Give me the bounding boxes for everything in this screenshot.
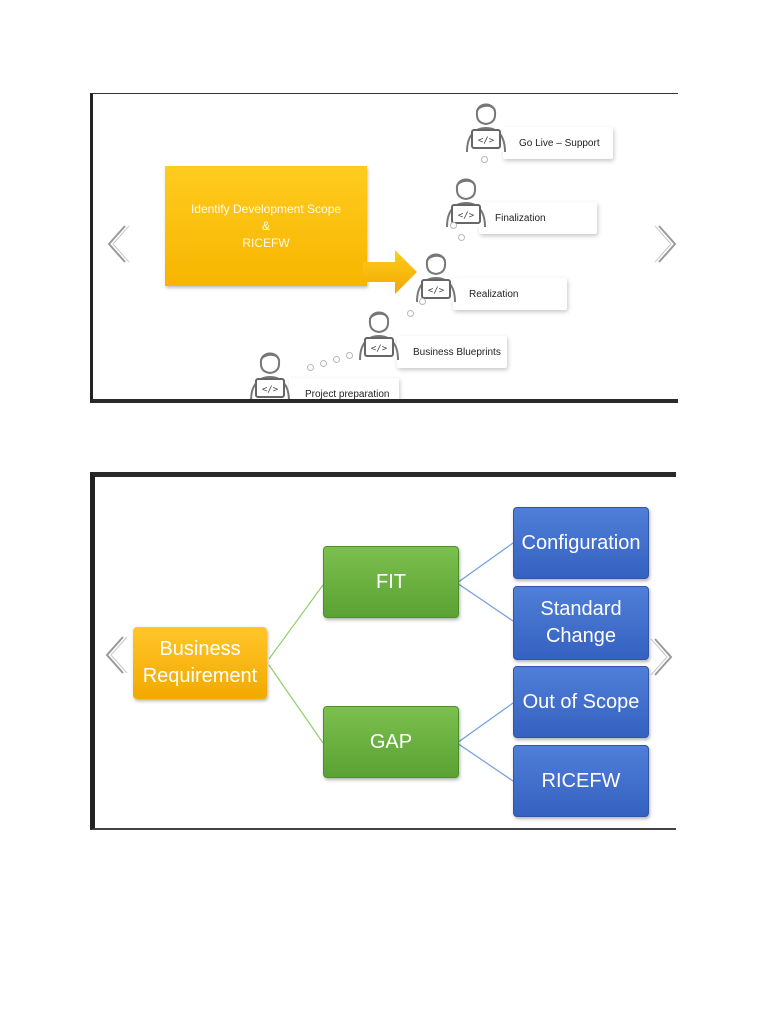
stage-label-text: Project preparation (305, 388, 390, 400)
right-arrow-icon (363, 250, 417, 294)
path-dot (307, 364, 314, 371)
gap-node: GAP (323, 706, 459, 778)
svg-text:</>: </> (262, 385, 279, 395)
developer-laptop-icon: </> (250, 352, 290, 399)
developer-laptop-icon: </> (446, 178, 486, 228)
connector-line (456, 542, 514, 584)
slide-sap-phases: Identify Development Scope & RICEFW Go L… (90, 93, 678, 403)
previous-slide-icon[interactable] (101, 635, 131, 675)
stage-business-blueprints: Business Blueprints (397, 336, 507, 368)
fit-node: FIT (323, 546, 459, 618)
development-scope-box: Identify Development Scope & RICEFW (165, 166, 367, 286)
standard-change-node: Standard Change (513, 586, 649, 660)
path-dot (481, 156, 488, 163)
stage-project-preparation: Project preparation (289, 378, 399, 400)
scope-ampersand: & (261, 218, 270, 233)
business-requirement-node: Business Requirement (133, 627, 267, 699)
path-dot (450, 222, 457, 229)
connector-line (456, 702, 514, 744)
stage-label-text: Go Live – Support (519, 137, 600, 149)
developer-laptop-icon: </> (416, 253, 456, 303)
svg-text:</>: </> (371, 344, 388, 354)
stage-go-live: Go Live – Support (503, 127, 613, 159)
node-label: Business (159, 638, 241, 660)
path-dot (407, 310, 414, 317)
scope-ricefw: RICEFW (242, 235, 290, 250)
developer-laptop-icon: </> (466, 103, 506, 153)
path-dot (458, 234, 465, 241)
connector-line (456, 742, 514, 782)
node-label: FIT (376, 570, 406, 593)
scope-title: Identify Development Scope (190, 201, 342, 216)
connector-line (268, 584, 324, 660)
path-dot (333, 356, 340, 363)
stage-realization: Realization (453, 278, 567, 310)
svg-text:</>: </> (478, 136, 495, 146)
node-label: RICEFW (541, 769, 621, 792)
node-label: Configuration (521, 531, 641, 554)
path-dot (419, 298, 426, 305)
connector-line (268, 664, 324, 744)
stage-label-text: Business Blueprints (413, 346, 501, 358)
path-dot (346, 352, 353, 359)
stage-label-text: Realization (469, 288, 519, 300)
path-dot (320, 360, 327, 367)
configuration-node: Configuration (513, 507, 649, 579)
node-label: Requirement (142, 665, 258, 687)
stage-label-text: Finalization (495, 212, 546, 224)
node-label: Standard (540, 598, 622, 620)
node-label: Change (545, 625, 617, 647)
out-of-scope-node: Out of Scope (513, 666, 649, 738)
tree-connectors (268, 542, 514, 782)
previous-slide-icon[interactable] (103, 224, 133, 264)
next-slide-icon[interactable] (647, 637, 676, 677)
stage-finalization: Finalization (479, 202, 597, 234)
connector-line (456, 582, 514, 622)
developer-laptop-icon: </> (359, 311, 399, 361)
node-label: GAP (369, 730, 413, 753)
slide-requirement-tree: Business Requirement FIT GAP Configurati… (90, 472, 676, 830)
svg-text:</>: </> (428, 286, 445, 296)
svg-text:</>: </> (458, 211, 475, 221)
ricefw-node: RICEFW (513, 745, 649, 817)
next-slide-icon[interactable] (651, 224, 678, 264)
node-label: Out of Scope (522, 690, 640, 713)
